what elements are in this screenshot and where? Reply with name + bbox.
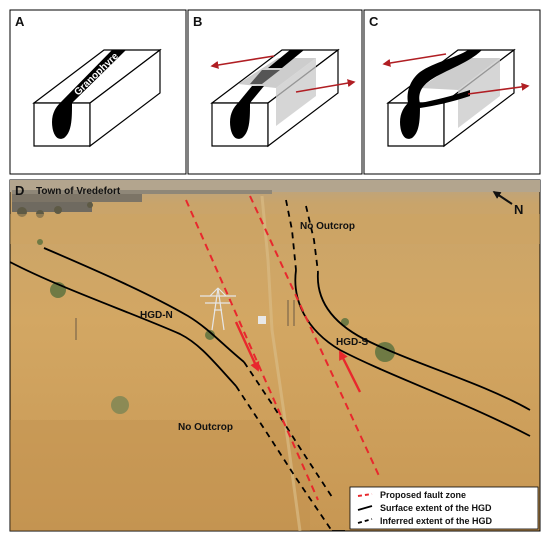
- dirt-track: [260, 195, 302, 531]
- hgd-n-surface-extent: [10, 261, 237, 387]
- granophyre-root-a: [52, 103, 72, 139]
- power-pylon: [200, 287, 236, 331]
- legend-item-surface-extent: Surface extent of the HGD: [357, 503, 492, 513]
- hgd-n-inferred-extent: [235, 385, 333, 531]
- svg-text:Inferred extent of the HGD: Inferred extent of the HGD: [380, 516, 493, 526]
- block-diagram-b: [210, 48, 356, 148]
- hgd-s-surface-extent: [294, 269, 531, 437]
- panel-b-letter: B: [193, 14, 202, 29]
- fault-zone-line-right: [249, 195, 381, 479]
- no-outcrop-top-label: No Outcrop: [300, 221, 355, 232]
- fault-zone-line-left: [185, 199, 319, 501]
- fault-arrow-b-left: [210, 55, 275, 69]
- legend: Proposed fault zone Surface extent of th…: [349, 486, 539, 530]
- panel-c-letter: C: [369, 14, 379, 29]
- north-arrow-icon: [492, 191, 513, 205]
- fault-arrow-c-right: [467, 82, 530, 95]
- no-outcrop-bottom-label: No Outcrop: [178, 422, 233, 433]
- aerial-photo: [10, 180, 540, 531]
- town-label: Town of Vredefort: [36, 186, 121, 197]
- panel-d-letter: D: [15, 183, 24, 198]
- panel-b: B: [187, 9, 363, 175]
- block-diagram-c: [382, 48, 530, 148]
- legend-item-fault-zone: Proposed fault zone: [357, 490, 466, 500]
- panel-c: C: [363, 9, 541, 175]
- svg-text:Proposed fault zone: Proposed fault zone: [380, 490, 466, 500]
- legend-item-inferred-extent: Inferred extent of the HGD: [357, 516, 493, 526]
- panel-a-letter: A: [15, 14, 25, 29]
- granophyre-dyke-a: [60, 50, 126, 103]
- fault-arrow-b-right: [295, 79, 356, 93]
- granophyre-dyke-c: [407, 50, 482, 103]
- hgd-n-label: HGD-N: [140, 310, 173, 321]
- north-label: N: [514, 202, 523, 217]
- granophyre-dyke-b-lower: [238, 86, 264, 103]
- vehicle: [258, 316, 266, 324]
- hgd-s-label: HGD-S: [336, 337, 369, 348]
- granophyre-dyke-b-upper: [268, 50, 304, 68]
- fault-arrow-c-left: [382, 53, 447, 67]
- panel-d: D Town of Vredefort N No Outcrop No Outc…: [9, 179, 541, 532]
- fault-movement-arrow-up: [338, 350, 362, 393]
- svg-text:Surface extent of the HGD: Surface extent of the HGD: [380, 503, 492, 513]
- granophyre-dyke-b-offset: [250, 70, 280, 84]
- fault-zone-shade-c: [420, 58, 500, 90]
- panel-a: A Granophyre: [9, 9, 187, 175]
- town-buildings: [12, 190, 272, 218]
- hgd-s-inferred-extent: [285, 199, 297, 271]
- fault-movement-arrow-down: [234, 321, 260, 372]
